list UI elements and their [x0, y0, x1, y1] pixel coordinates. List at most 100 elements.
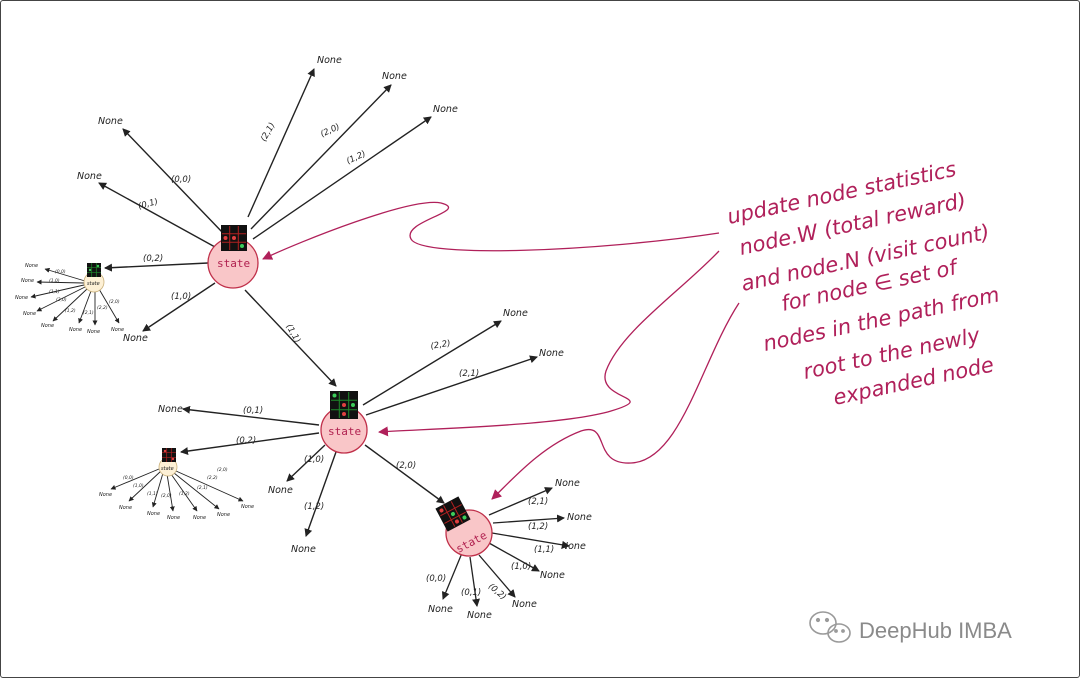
small-edge-label: (1,0)	[133, 483, 144, 489]
none-label: None	[167, 515, 180, 521]
none-label: None	[555, 478, 580, 489]
mid-edge-2-2	[362, 320, 502, 406]
mid-board-icon	[330, 391, 358, 419]
root-edge-1-0	[142, 282, 216, 332]
mid-edge-label: (0,2)	[236, 436, 256, 446]
root-edge-1-1	[244, 289, 337, 387]
none-label: None	[99, 492, 112, 498]
none-label: None	[158, 404, 183, 415]
mid-edge-2-0	[364, 444, 445, 504]
small-edge-label: (1,1)	[147, 491, 158, 497]
root-edge-2-1	[247, 68, 315, 218]
small-edge-label: (2,0)	[161, 493, 172, 499]
mid-edge-0-1	[182, 405, 320, 426]
none-label: None	[503, 308, 528, 319]
none-label: None	[567, 512, 592, 523]
root-edge-label: (1,0)	[171, 292, 191, 302]
leaf-edge-label: (1,0)	[511, 562, 531, 572]
root-edge-label: (2,1)	[259, 121, 278, 143]
none-label: None	[25, 263, 38, 269]
leaf-edge-0-1	[469, 556, 480, 607]
annotation-note: update node statistics node.W (total rew…	[725, 157, 1001, 410]
small-edge-label: (2,1)	[197, 485, 208, 491]
small-edge-label: (2,2)	[207, 475, 218, 481]
small-edge-label: (1,2)	[65, 308, 76, 314]
none-label: None	[512, 599, 537, 610]
none-label: None	[539, 348, 564, 359]
mid-edge-label: (2,1)	[459, 369, 479, 379]
small-left-subtree: state (0,0) (1,0) (1,1) (2,0) (1,2) (2,1…	[15, 263, 124, 335]
small-edge-label: (2,0)	[217, 467, 228, 473]
backprop-arrow-mid	[378, 250, 720, 437]
none-label: None	[291, 544, 316, 555]
small-edge-label: (0,0)	[55, 269, 66, 275]
none-label: None	[123, 333, 148, 344]
leaf-none-labels: None None None None None None None	[428, 478, 592, 621]
none-label: None	[77, 171, 102, 182]
none-label: None	[69, 327, 82, 333]
root-none-labels: None None None None None None	[77, 55, 458, 344]
small-edge-label: (2,0)	[56, 297, 67, 303]
watermark: DeepHub IMBA	[809, 611, 1012, 643]
none-label: None	[268, 485, 293, 496]
none-label: None	[241, 504, 254, 510]
watermark-text: DeepHub IMBA	[859, 618, 1012, 643]
none-label: None	[98, 116, 123, 127]
leaf-edge-0-0	[441, 552, 463, 600]
leaf-edges	[441, 487, 570, 607]
none-label: None	[87, 329, 100, 335]
root-edges	[98, 68, 432, 387]
none-label: None	[561, 541, 586, 552]
leaf-edge-1-0	[488, 542, 540, 572]
root-node: state	[207, 225, 259, 289]
none-label: None	[428, 604, 453, 615]
mid-node: state	[320, 391, 368, 454]
mid-state-label: state	[328, 425, 361, 438]
none-label: None	[433, 104, 458, 115]
root-board-icon	[221, 225, 247, 251]
none-label: None	[41, 323, 54, 329]
leaf-edge-label: (1,1)	[534, 545, 554, 555]
mid-edge-0-2	[180, 432, 320, 456]
root-edge-0-2	[104, 262, 209, 272]
root-edge-label: (1,2)	[345, 149, 367, 167]
backprop-arrows	[262, 201, 740, 500]
none-label: None	[147, 511, 160, 517]
root-edge-0-0	[122, 128, 224, 234]
leaf-edge-label: (0,0)	[426, 574, 446, 584]
mid-edge-label: (1,2)	[304, 502, 324, 512]
small-edge-label: (1,2)	[179, 491, 190, 497]
small-edge-label: (1,1)	[49, 289, 60, 295]
leaf-edge-label: (0,1)	[461, 588, 481, 598]
mid-edge-label: (2,2)	[430, 339, 452, 352]
none-label: None	[193, 515, 206, 521]
root-edge-1-2	[252, 116, 432, 240]
wechat-icon	[809, 611, 851, 643]
small-left-state-label: state	[87, 281, 100, 287]
none-label: None	[23, 311, 36, 317]
none-label: None	[217, 512, 230, 518]
none-label: None	[111, 327, 124, 333]
leaf-edge-2-1	[488, 487, 553, 516]
backprop-arrow-leaf	[491, 302, 740, 500]
root-state-label: state	[217, 257, 250, 270]
root-edge-label: (0,0)	[171, 175, 191, 185]
small-edge-label: (2,1)	[83, 310, 94, 316]
mid-edge-label: (2,0)	[396, 461, 416, 471]
none-label: None	[15, 295, 28, 301]
none-label: None	[467, 610, 492, 621]
small-mid-subtree: state (0,0) (1,0) (1,1) (2,0) (1,2) (2,1…	[99, 448, 254, 521]
root-edge-label: (2,0)	[319, 122, 341, 140]
mid-edge-label: (1,0)	[304, 455, 324, 465]
small-edge-label: (2,0)	[109, 299, 120, 305]
mid-none-labels: None None None None None	[158, 308, 564, 555]
small-mid-state-label: state	[161, 466, 174, 472]
leaf-board-icon	[435, 496, 471, 532]
backprop-arrow-root	[262, 201, 720, 260]
small-edge-label: (0,0)	[123, 475, 134, 481]
leaf-edge-label: (1,2)	[528, 522, 548, 532]
leaf-node: state	[435, 496, 493, 557]
none-label: None	[119, 505, 132, 511]
